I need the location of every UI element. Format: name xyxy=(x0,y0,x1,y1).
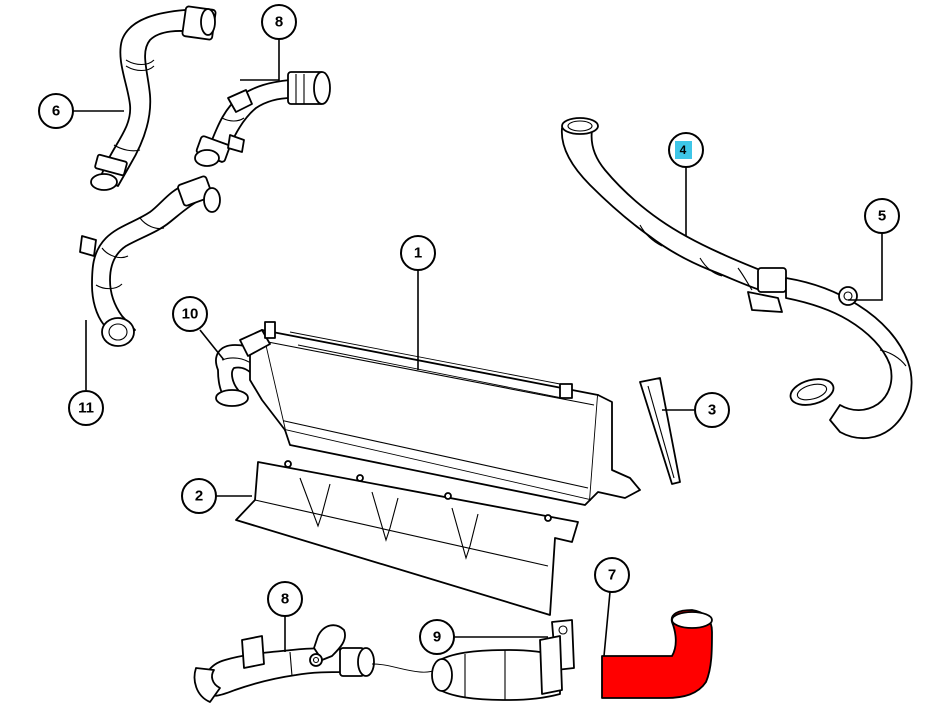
part-8-top-tube[interactable] xyxy=(194,71,331,167)
callout-11[interactable]: 11 xyxy=(68,390,104,426)
svg-text:4: 4 xyxy=(680,143,687,157)
leader-7 xyxy=(603,591,611,657)
callout-3[interactable]: 3 xyxy=(694,392,730,428)
callout-8-bottom[interactable]: 8 xyxy=(267,581,303,617)
callout-9[interactable]: 9 xyxy=(419,619,455,655)
callout-2[interactable]: 2 xyxy=(181,478,217,514)
svg-text:1: 1 xyxy=(414,245,422,262)
svg-text:11: 11 xyxy=(78,400,94,417)
leader-5 xyxy=(848,233,883,301)
callout-5[interactable]: 5 xyxy=(864,198,900,234)
callout-10[interactable]: 10 xyxy=(172,296,208,332)
svg-text:8: 8 xyxy=(275,14,283,31)
svg-text:7: 7 xyxy=(608,567,616,584)
leader-8-top xyxy=(240,39,280,81)
part-3-seal-strip[interactable] xyxy=(639,377,681,485)
part-11-hose[interactable] xyxy=(79,175,221,347)
leader-10 xyxy=(199,329,225,361)
part-8-bottom-tube[interactable] xyxy=(193,624,375,703)
callout-7[interactable]: 7 xyxy=(594,557,630,593)
callout-4[interactable]: 4 xyxy=(668,132,704,168)
callout-4-highlight xyxy=(675,141,692,159)
part-9-coupler[interactable] xyxy=(431,619,575,701)
svg-text:10: 10 xyxy=(182,306,199,323)
part-5-hose[interactable] xyxy=(785,277,913,440)
part-4-hose[interactable] xyxy=(561,117,787,313)
callout-6[interactable]: 6 xyxy=(38,93,74,129)
svg-text:8: 8 xyxy=(281,591,289,608)
svg-text:6: 6 xyxy=(52,103,60,120)
svg-text:3: 3 xyxy=(708,402,716,419)
part-7-hose-selected[interactable] xyxy=(601,609,713,699)
svg-text:5: 5 xyxy=(878,208,886,225)
svg-text:2: 2 xyxy=(195,488,203,505)
svg-text:9: 9 xyxy=(433,629,441,646)
part-1-intercooler[interactable] xyxy=(239,321,641,506)
callout-1[interactable]: 1 xyxy=(400,235,436,271)
part-6-hose[interactable] xyxy=(90,5,217,191)
callout-8-top[interactable]: 8 xyxy=(261,4,297,40)
part-2-deflector[interactable] xyxy=(235,460,579,616)
